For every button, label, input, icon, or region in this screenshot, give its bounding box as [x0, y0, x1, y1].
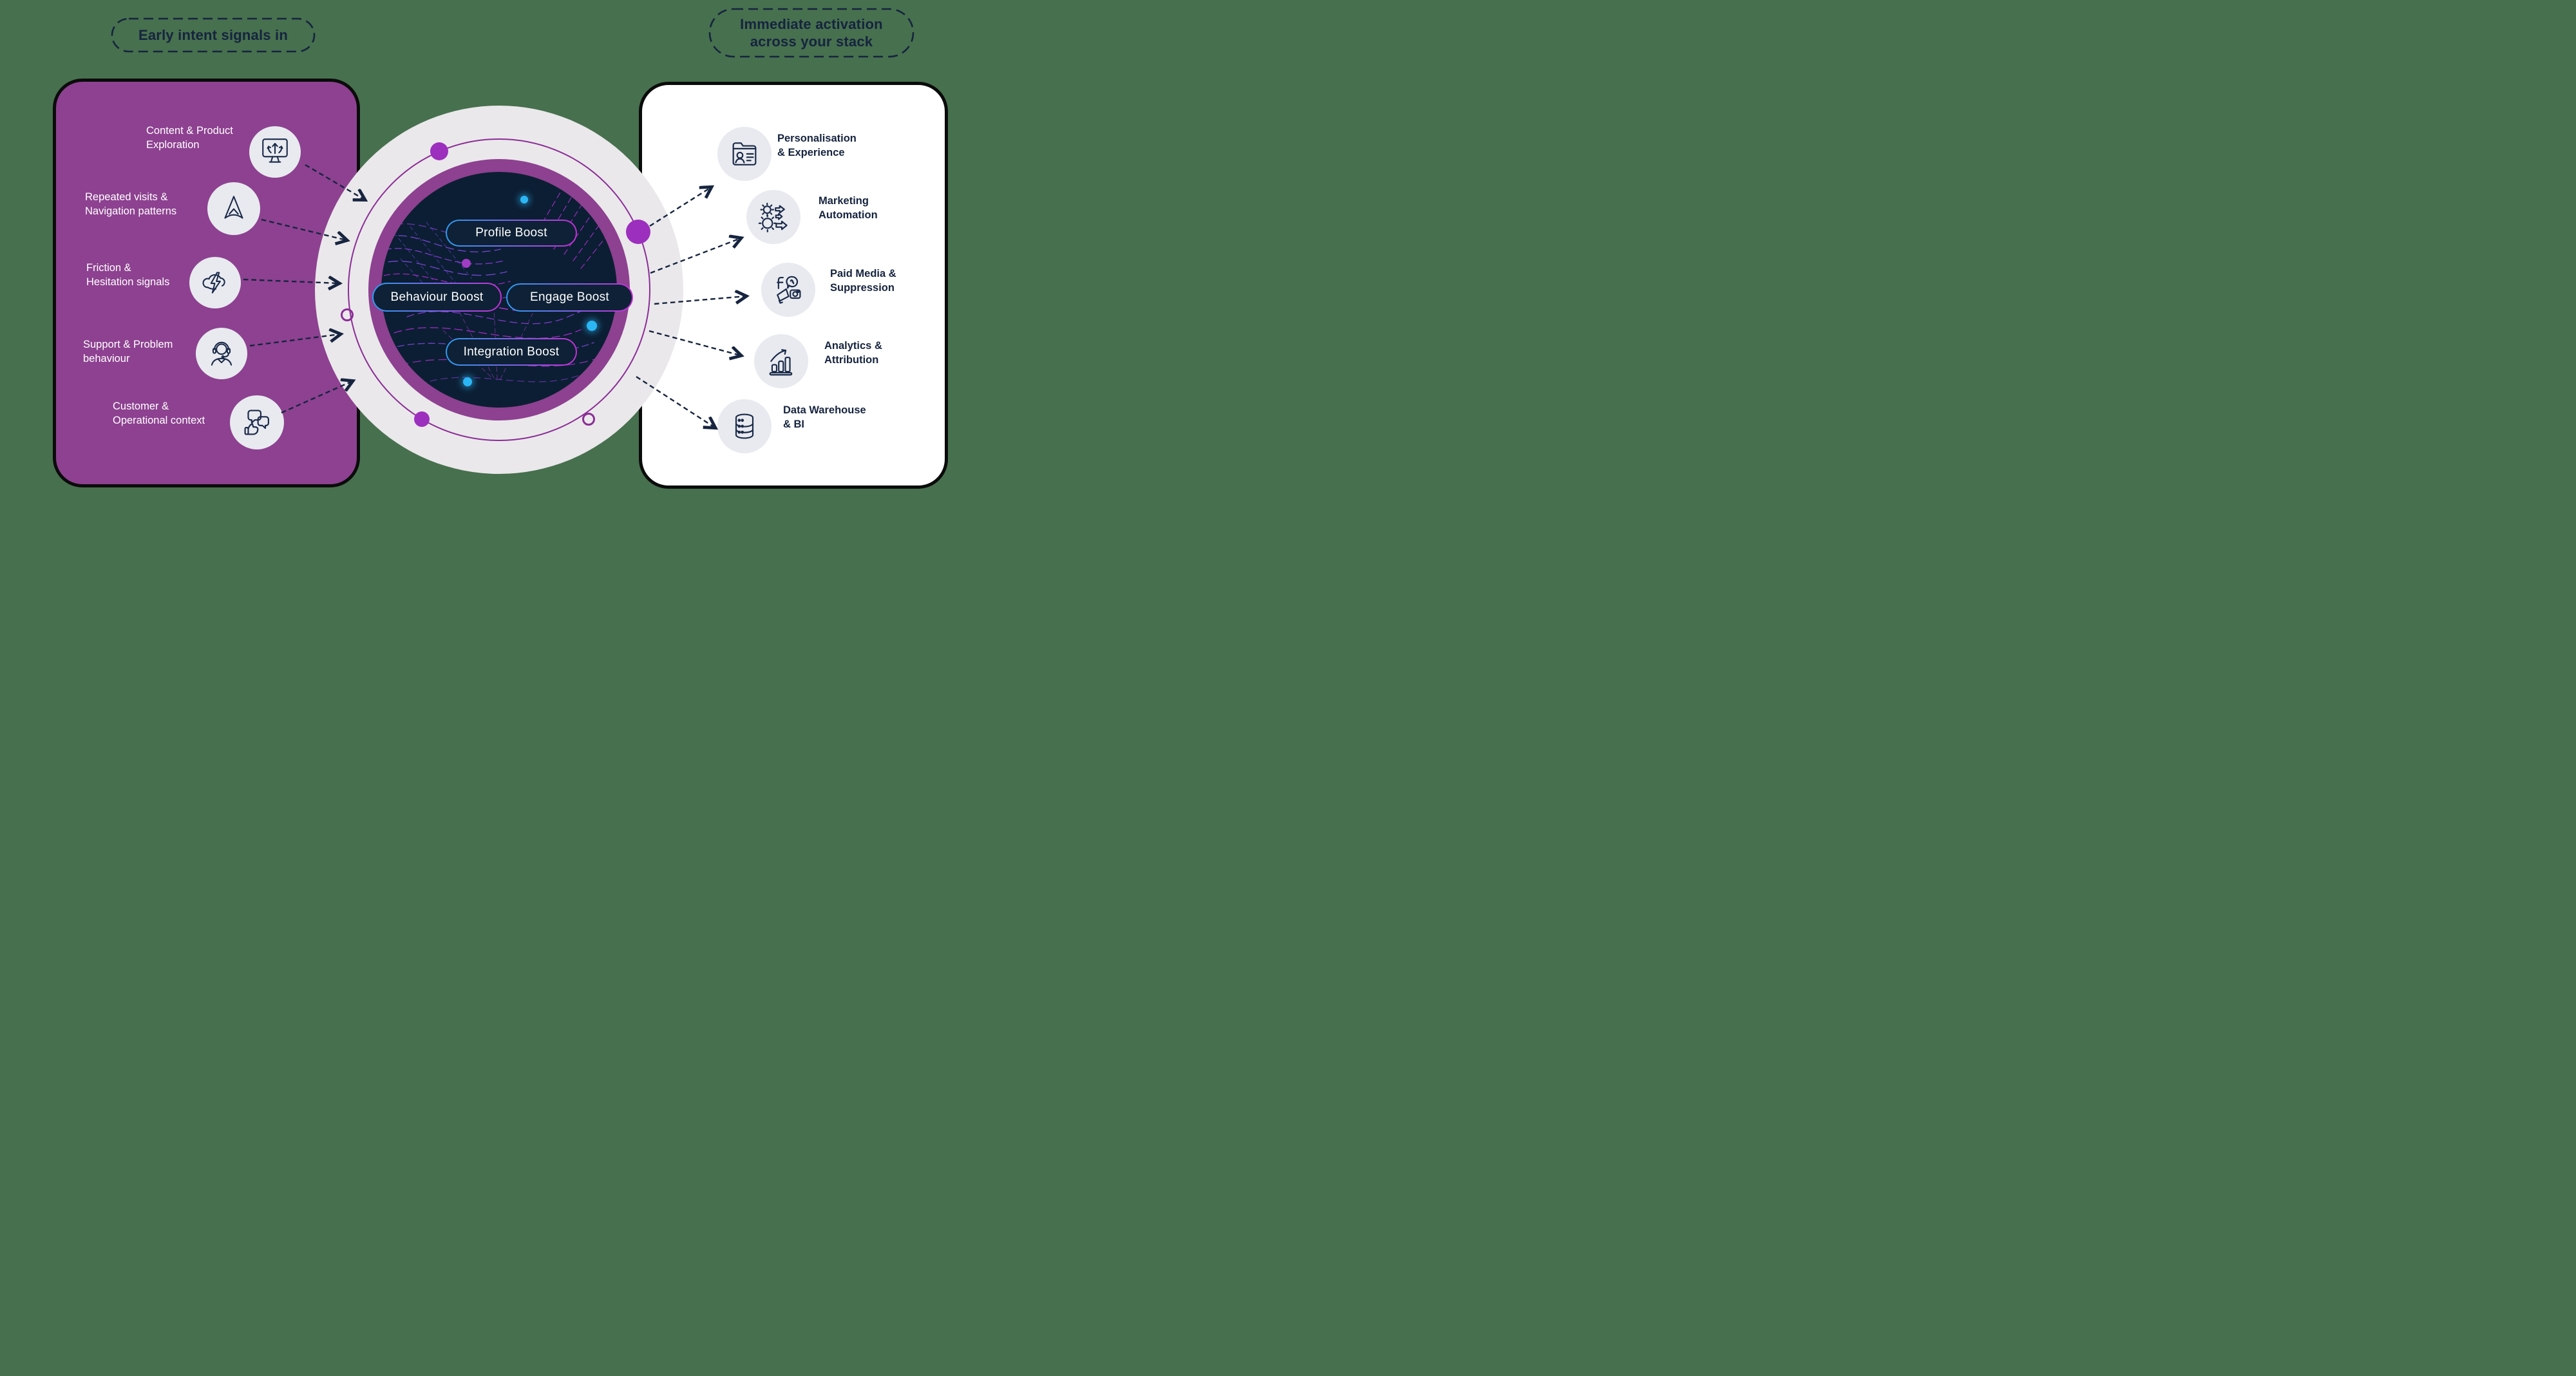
profile-boost-label: Profile Boost: [475, 226, 547, 240]
feedback-chat-icon: [230, 395, 284, 449]
behaviour-boost-pill: Behaviour Boost: [372, 283, 502, 312]
support-agent-icon: [196, 328, 247, 379]
right-item-5-line1: Data Warehouse: [783, 404, 866, 416]
profile-boost-pill: Profile Boost: [446, 220, 577, 247]
analytics-chart-icon: [754, 334, 808, 388]
right-item-marketing-automation: Marketing Automation: [819, 194, 878, 222]
left-item-1-line1: Content & Product: [146, 125, 233, 137]
left-item-2-line2: Navigation patterns: [85, 205, 177, 217]
infographic-canvas: Profile Boost Behaviour Boost Engage Boo…: [0, 0, 1010, 540]
right-item-1-line1: Personalisation: [777, 133, 857, 144]
left-item-1-line2: Exploration: [146, 138, 200, 151]
right-item-3-line2: Suppression: [830, 281, 895, 294]
navigation-cursor-icon: [207, 182, 260, 235]
left-item-4-line1: Support & Problem: [83, 339, 173, 350]
left-item-4-line2: behaviour: [83, 352, 130, 364]
left-item-friction: Friction & Hesitation signals: [86, 261, 169, 289]
right-item-3-line1: Paid Media &: [830, 268, 896, 279]
right-item-personalisation: Personalisation & Experience: [777, 132, 857, 160]
right-item-analytics: Analytics & Attribution: [824, 339, 882, 367]
inner-purple-dot: [462, 259, 471, 268]
left-item-3-line1: Friction &: [86, 262, 131, 274]
right-item-5-line2: & BI: [783, 418, 804, 430]
contact-card-icon: [717, 127, 772, 181]
database-icon: [717, 399, 772, 453]
left-item-3-line2: Hesitation signals: [86, 276, 170, 288]
right-item-paid-media: Paid Media & Suppression: [830, 267, 896, 295]
glow-dot-bottom: [463, 377, 472, 386]
integration-boost-pill: Integration Boost: [446, 338, 577, 366]
right-item-2-line2: Automation: [819, 209, 878, 221]
left-title: Early intent signals in: [138, 27, 288, 43]
left-item-content-exploration: Content & Product Exploration: [146, 124, 233, 152]
engage-boost-label: Engage Boost: [530, 290, 609, 304]
orbit-ring-left: [341, 308, 354, 321]
automation-gears-icon: [746, 190, 800, 244]
left-item-5-line1: Customer &: [113, 401, 169, 412]
right-title-box: Immediate activation across your stack: [708, 8, 914, 58]
right-item-4-line1: Analytics &: [824, 340, 882, 352]
left-title-box: Early intent signals in: [111, 17, 316, 53]
right-item-2-line1: Marketing: [819, 195, 869, 207]
orbit-dot-right: [626, 220, 650, 244]
monitor-exploration-icon: [249, 126, 301, 178]
orbit-dot-bottom-left: [414, 411, 430, 427]
left-item-repeated-visits: Repeated visits & Navigation patterns: [85, 191, 176, 218]
right-title-line2: across your stack: [750, 33, 873, 50]
orbit-ring-bottom-right: [582, 413, 595, 426]
right-item-data-warehouse: Data Warehouse & BI: [783, 404, 866, 431]
left-item-support: Support & Problem behaviour: [83, 338, 173, 366]
right-item-1-line2: & Experience: [777, 146, 845, 158]
behaviour-boost-label: Behaviour Boost: [390, 290, 484, 304]
orbit-dot-top-left: [430, 142, 448, 160]
integration-boost-label: Integration Boost: [463, 344, 560, 359]
glow-dot-right: [587, 321, 597, 331]
right-title-line1: Immediate activation: [740, 16, 883, 32]
paid-media-icon: [761, 263, 815, 317]
engage-boost-pill: Engage Boost: [506, 283, 633, 312]
left-item-5-line2: Operational context: [113, 414, 205, 426]
left-item-customer-context: Customer & Operational context: [113, 400, 205, 428]
storm-cloud-icon: [189, 257, 241, 308]
left-item-2-line1: Repeated visits &: [85, 191, 168, 203]
right-item-4-line2: Attribution: [824, 353, 879, 366]
glow-dot-top: [520, 196, 528, 203]
